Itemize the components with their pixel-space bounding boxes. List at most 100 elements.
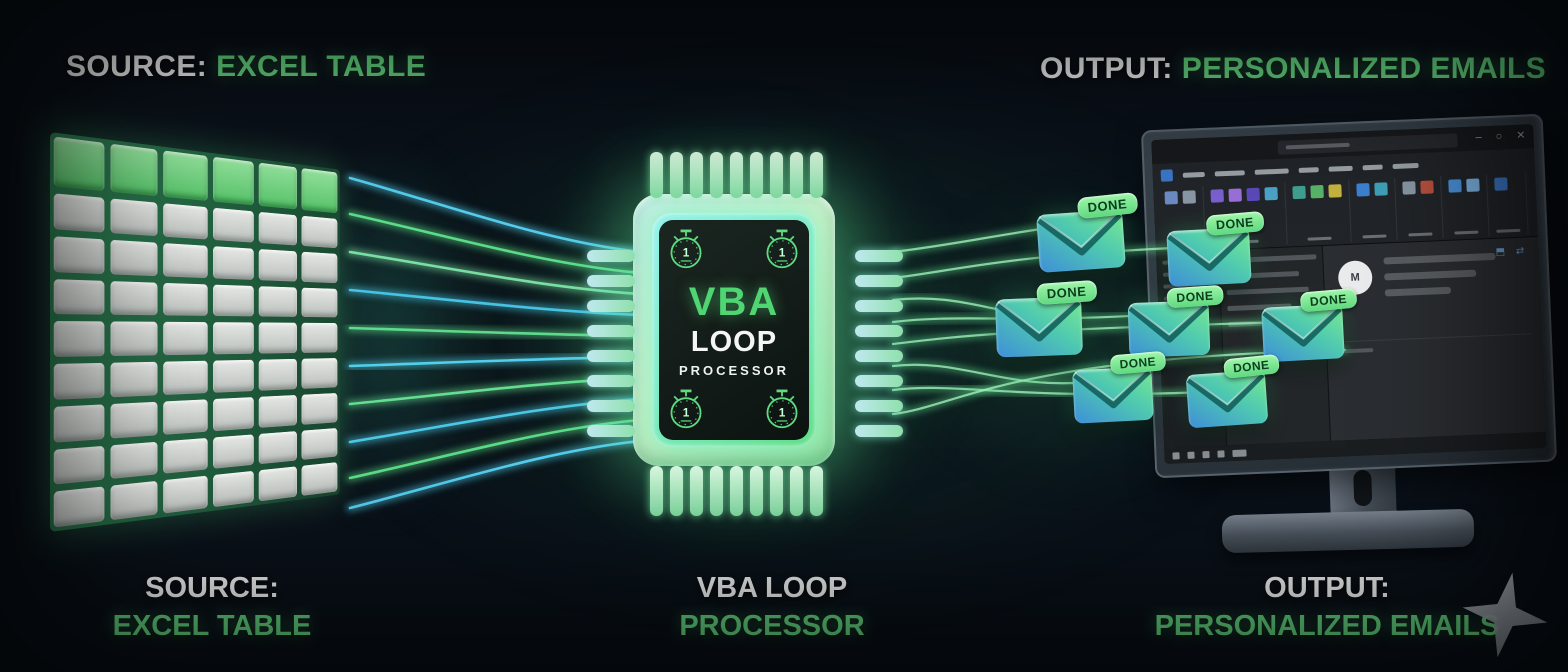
chip-pin (855, 400, 903, 412)
stopwatch-icon: 1 (766, 229, 798, 269)
chip-pin (690, 152, 703, 198)
excel-cell (110, 361, 158, 398)
excel-cell (301, 323, 338, 353)
beam-path (889, 361, 1094, 387)
chip-pin (587, 300, 635, 312)
excel-cell (212, 322, 254, 355)
excel-cell (212, 433, 254, 470)
chip-pin (750, 152, 763, 198)
excel-header-cell (53, 136, 105, 192)
excel-cell (110, 280, 158, 316)
envelope-flap (1186, 370, 1265, 413)
excel-cell (110, 239, 158, 276)
monitor-stand-hole (1353, 469, 1373, 507)
excel-cell (301, 358, 338, 389)
envelope-flap (1262, 304, 1342, 347)
beam-path (891, 363, 1092, 385)
ribbon-icon (1356, 183, 1370, 197)
ribbon-icon (1264, 186, 1278, 201)
ribbon-group (1349, 177, 1398, 242)
chip-pin (855, 300, 903, 312)
done-badge: DONE (1166, 284, 1224, 309)
excel-header-cell (258, 162, 297, 210)
chip-pin (855, 425, 903, 437)
chip-title: VBA (688, 280, 780, 325)
chip-pin (587, 350, 635, 362)
svg-text:1: 1 (779, 245, 786, 259)
excel-cell (301, 462, 338, 496)
excel-cell (110, 481, 158, 521)
ribbon-icon (1494, 177, 1508, 191)
stopwatch-icon: 1 (670, 229, 702, 269)
excel-cell (163, 242, 208, 278)
envelope-flap (995, 297, 1081, 342)
excel-cell (301, 427, 338, 461)
chip-pin (650, 152, 663, 198)
stopwatch-icon: 1 (670, 389, 702, 429)
excel-cell (163, 475, 208, 514)
excel-cell (110, 441, 158, 480)
chip-pin (855, 325, 903, 337)
svg-text:1: 1 (779, 405, 786, 419)
email-envelope: DONE (1261, 287, 1358, 363)
email-envelope: DONE (1127, 284, 1224, 358)
chip-pin (750, 466, 763, 516)
ribbon-icon (1328, 184, 1342, 198)
ribbon-icon (1182, 190, 1196, 204)
label-source-bottom: SOURCE: EXCEL TABLE (112, 572, 312, 642)
envelope-flap (1167, 228, 1249, 271)
chip-pin (670, 152, 683, 198)
ribbon-group (1441, 174, 1490, 238)
excel-cell (110, 401, 158, 439)
chip-pin (810, 466, 823, 516)
ribbon-tab (1362, 163, 1383, 170)
chip-pin (670, 466, 683, 516)
excel-cell (258, 358, 297, 391)
ribbon-group (1487, 172, 1529, 237)
chip-subtitle2: PROCESSOR (678, 362, 790, 378)
chip-pin (855, 250, 903, 262)
ribbon-tab (1182, 171, 1205, 178)
maximize-icon: ○ (1495, 130, 1503, 143)
excel-cell (163, 360, 208, 395)
envelope-flap (1073, 367, 1151, 409)
excel-cell (258, 211, 297, 246)
excel-cell (301, 287, 338, 318)
chip-pin (855, 275, 903, 287)
excel-cell (53, 278, 105, 315)
excel-cell (53, 193, 105, 233)
ribbon-tab (1328, 165, 1353, 172)
ribbon-icon (1402, 181, 1416, 195)
excel-cell (301, 251, 338, 283)
chip-pin (650, 466, 663, 516)
email-envelope: DONE (1166, 210, 1265, 287)
excel-cell (212, 284, 254, 317)
chip-pin (587, 425, 635, 437)
label-source-value: EXCEL TABLE (216, 50, 427, 83)
excel-cell (53, 486, 105, 528)
email-envelope: DONE (1036, 191, 1139, 273)
chip-pin (790, 466, 803, 516)
chip-pin (587, 250, 635, 262)
email-envelope: DONE (995, 279, 1098, 358)
excel-cell (258, 466, 297, 502)
excel-cell (258, 248, 297, 282)
excel-cell (301, 215, 338, 249)
done-badge: DONE (1036, 279, 1098, 306)
label-processor-bottom: VBA LOOP PROCESSOR (679, 572, 865, 642)
chip-pin (770, 466, 783, 516)
excel-cell (258, 322, 297, 354)
ribbon-icon (1448, 179, 1462, 193)
excel-cell (163, 437, 208, 474)
ribbon-group (1395, 176, 1444, 240)
label-output-bottom: OUTPUT: PERSONALIZED EMAILS (1154, 572, 1500, 642)
excel-cell (53, 235, 105, 274)
svg-text:1: 1 (683, 405, 690, 419)
ribbon-tab (1298, 166, 1319, 173)
chip-pin (810, 152, 823, 198)
chip-pin (710, 466, 723, 516)
ribbon-icon (1374, 182, 1388, 196)
excel-table-3d (50, 132, 340, 532)
excel-grid (50, 132, 340, 532)
